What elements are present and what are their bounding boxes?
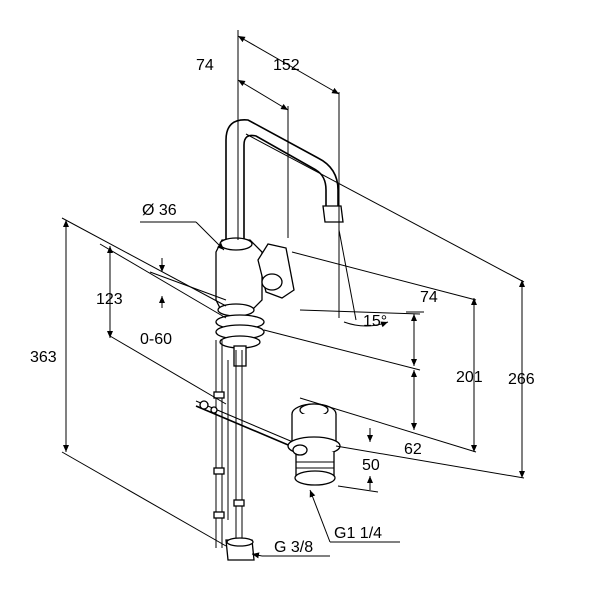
supply-hoses — [213, 340, 255, 561]
aerator — [322, 205, 344, 223]
label-266: 266 — [508, 371, 535, 388]
dimension-lines — [61, 30, 525, 559]
label-74-top: 74 — [196, 57, 214, 74]
label-g-3-8: G 3/8 — [274, 539, 313, 556]
label-g1-1-4: G1 1/4 — [334, 525, 382, 542]
label-201: 201 — [456, 369, 483, 386]
label-74-right: 74 — [420, 289, 438, 306]
faucet-spout — [225, 119, 344, 242]
label-123: 123 — [96, 291, 123, 308]
label-0-60: 0-60 — [140, 331, 172, 348]
waste-valve — [287, 403, 341, 486]
dimension-labels: 74 152 Ø 36 123 0-60 363 74 15° 201 266 … — [30, 57, 535, 556]
pop-up-rod — [195, 400, 301, 451]
label-diameter-36: Ø 36 — [142, 202, 177, 219]
label-363: 363 — [30, 349, 57, 366]
label-62: 62 — [404, 441, 422, 458]
mixer-body — [215, 237, 295, 317]
label-50: 50 — [362, 457, 380, 474]
label-152: 152 — [273, 57, 300, 74]
mounting-base — [215, 314, 265, 367]
label-15-degree: 15° — [363, 313, 387, 330]
